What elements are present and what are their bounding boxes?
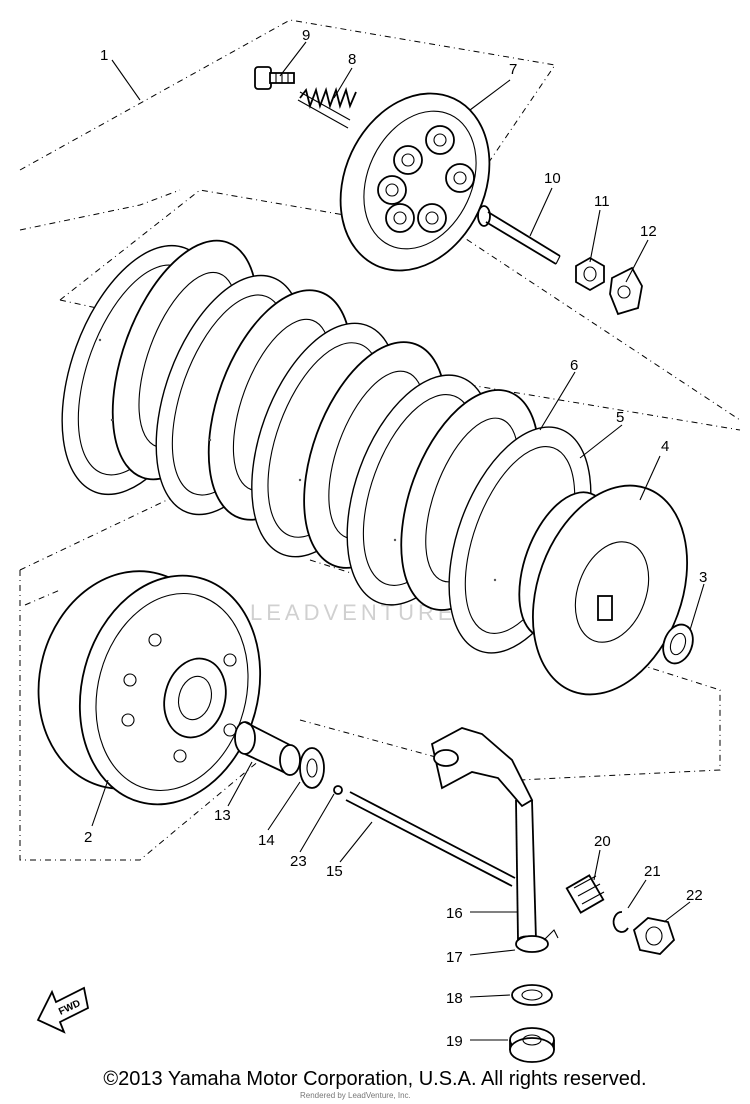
washer <box>299 747 325 789</box>
part-number: 13 <box>214 807 231 824</box>
leader-lines <box>91 41 705 1041</box>
part-number: 20 <box>594 833 611 850</box>
part-number: 18 <box>446 990 463 1007</box>
clutch-housing <box>37 570 262 806</box>
part-number-labels: 1 2 3 4 5 6 7 8 9 10 11 12 13 14 15 16 1… <box>84 27 707 1050</box>
part-number: 16 <box>446 905 463 922</box>
part-number: 1 <box>100 47 108 64</box>
part-number: 23 <box>290 853 307 870</box>
part-number: 8 <box>348 51 356 68</box>
part-number: 11 <box>594 193 610 210</box>
part-number: 9 <box>302 27 310 44</box>
bearing <box>509 1027 555 1063</box>
o-ring <box>612 911 629 933</box>
pressure-plate <box>339 92 491 272</box>
adjuster-locknut <box>632 917 676 955</box>
part-number: 22 <box>686 887 703 904</box>
spacer-collar <box>234 721 301 776</box>
part-number: 5 <box>616 409 624 426</box>
clutch-boss <box>518 484 688 696</box>
part-number: 19 <box>446 1033 463 1050</box>
fwd-arrow-icon: FWD <box>36 986 90 1034</box>
part-number: 15 <box>326 863 343 880</box>
part-number: 3 <box>699 569 707 586</box>
push-lever-shaft <box>430 727 537 945</box>
return-spring <box>515 929 559 953</box>
clutch-bolt <box>254 66 295 90</box>
rendered-by-text: Rendered by LeadVenture, Inc. <box>300 1091 411 1100</box>
part-number: 6 <box>570 357 578 374</box>
part-number: 17 <box>446 949 463 966</box>
part-number: 4 <box>661 438 669 455</box>
steel-ball <box>333 785 343 795</box>
part-number: 7 <box>509 61 517 78</box>
adjusting-screw <box>565 874 605 914</box>
part-number: 12 <box>640 223 657 240</box>
long-push-rod <box>345 791 516 887</box>
locknut <box>575 256 605 292</box>
clutch-spring <box>297 86 357 129</box>
part-number: 14 <box>258 832 275 849</box>
part-number: 10 <box>544 170 561 187</box>
part-number: 2 <box>84 829 92 846</box>
lock-washer <box>609 266 643 316</box>
push-rod <box>477 205 561 265</box>
copyright-text: ©2013 Yamaha Motor Corporation, U.S.A. A… <box>103 1068 647 1090</box>
thrust-washer <box>662 623 694 665</box>
part-number: 21 <box>644 863 661 880</box>
watermark-text: LEADVENTURE <box>250 600 457 625</box>
oil-seal <box>511 984 553 1006</box>
